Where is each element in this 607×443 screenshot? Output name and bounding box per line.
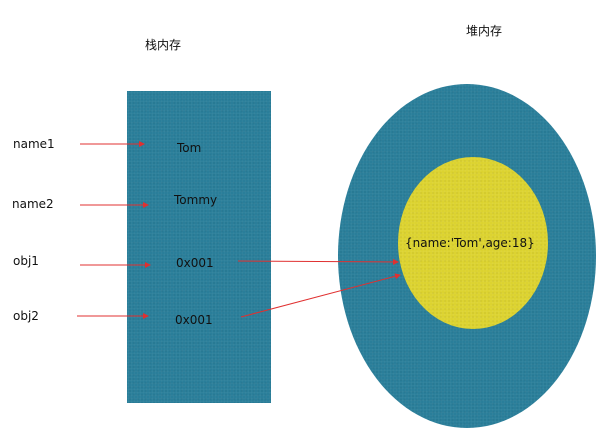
variable-name-obj2: obj2 [13,309,39,323]
heap-object-literal: {name:'Tom',age:18} [405,236,535,250]
stack-value-obj1: 0x001 [176,256,214,270]
variable-name-name2: name2 [12,197,54,211]
arrow-obj2-to-heap-object [240,273,401,318]
stack-value-name2: Tommy [174,193,218,207]
variable-name-obj1: obj1 [13,254,39,268]
stack-value-name1: Tom [177,141,202,155]
heap-memory-heading: 堆内存 [466,24,503,38]
stack-memory-block [127,91,271,403]
heap-object-circle [398,157,548,329]
variable-name-name1: name1 [13,137,55,151]
stack-memory-heading: 栈内存 [145,38,182,52]
stack-value-obj2: 0x001 [175,313,213,327]
arrow-obj1-to-heap-object [237,258,399,265]
